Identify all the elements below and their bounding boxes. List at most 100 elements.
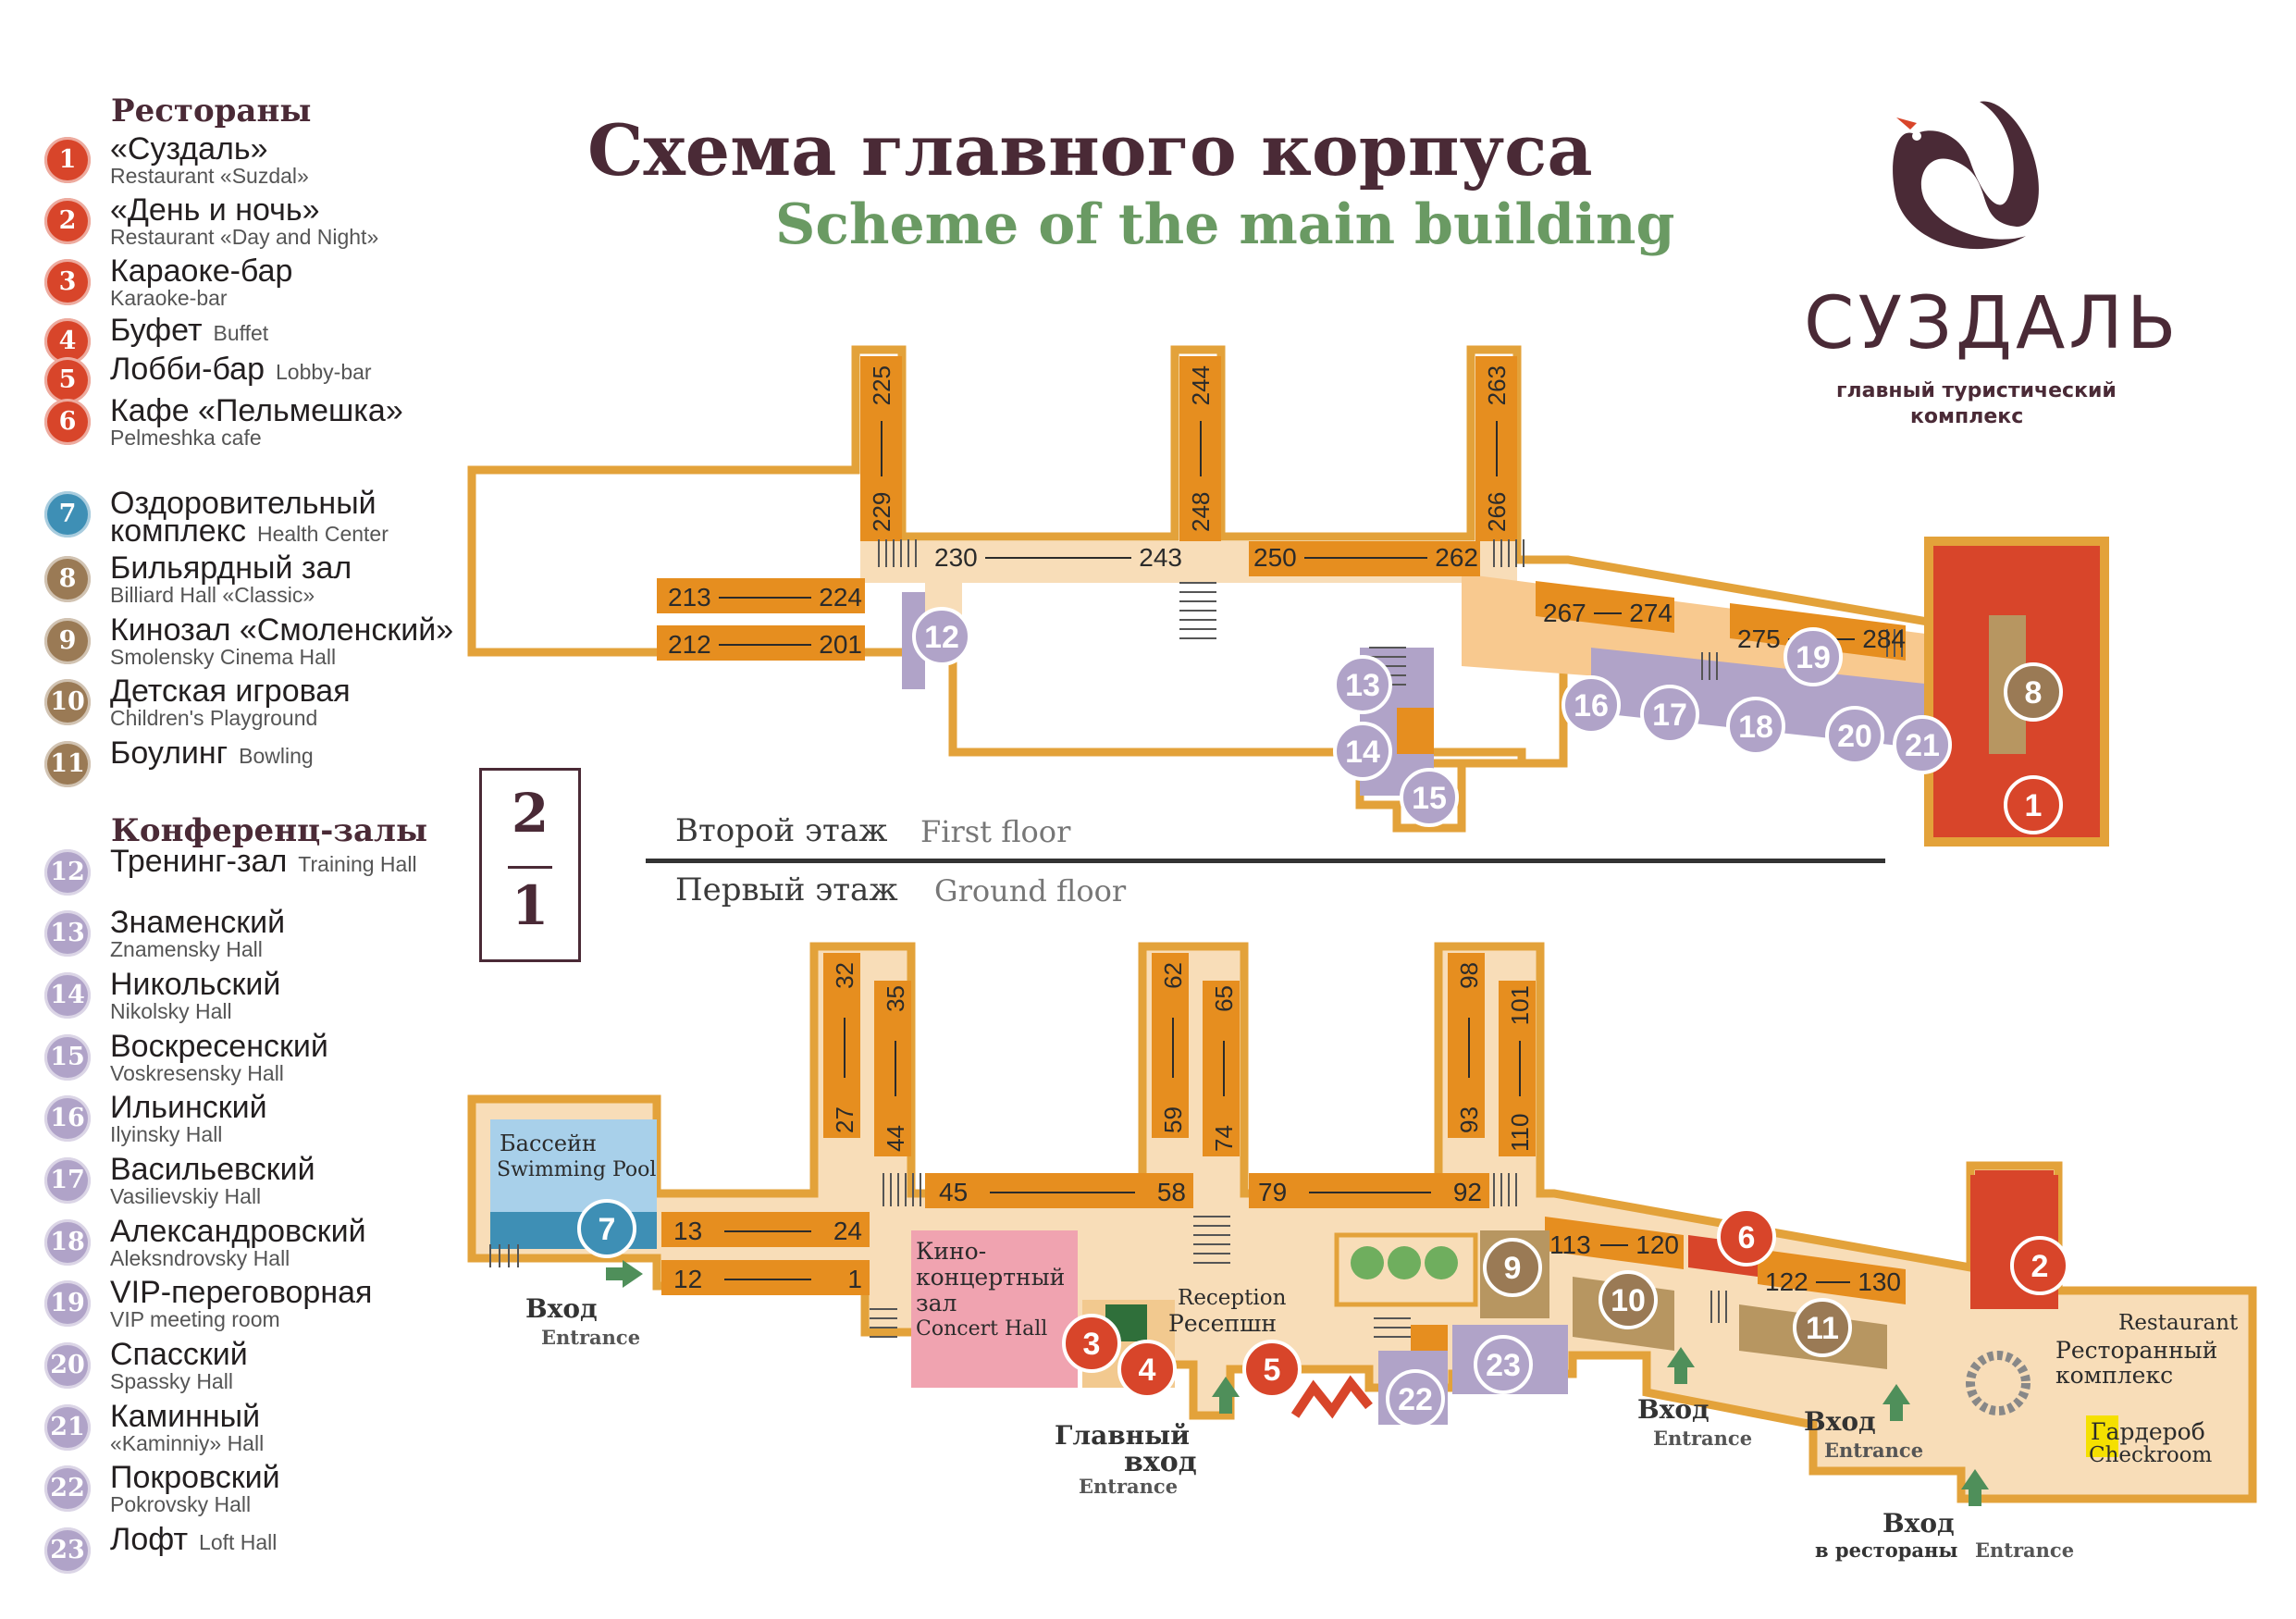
legend-badge: 5 — [44, 357, 91, 403]
rooms-block — [823, 953, 860, 1138]
floor-switch[interactable]: 2 1 — [479, 768, 581, 962]
legend-label-ru: Бильярдный зал — [110, 550, 352, 586]
marker-number: 22 — [1398, 1382, 1433, 1417]
marker-number: 23 — [1486, 1348, 1521, 1383]
room-number-start: 275 — [1737, 624, 1781, 653]
restaurant-entrance-label-ru[interactable]: Вход — [1882, 1508, 1955, 1539]
marker-first-5[interactable]: 5 — [1242, 1340, 1302, 1399]
marker-second-18[interactable]: 18 — [1726, 697, 1785, 756]
legend-label-en: Karaoke-bar — [110, 286, 228, 310]
reception-label-ru: Ресепшн — [1168, 1310, 1277, 1337]
marker-first-11[interactable]: 11 — [1793, 1298, 1852, 1357]
main-entrance-label-1[interactable]: Главный — [1055, 1420, 1191, 1451]
legend-item-1[interactable]: 1«Суздаль»Restaurant «Suzdal» — [44, 131, 479, 188]
marker-second-12[interactable]: 12 — [912, 607, 971, 666]
marker-first-22[interactable]: 22 — [1386, 1369, 1445, 1428]
room-number-end: 262 — [1435, 543, 1478, 572]
main-entrance-label-en: Entrance — [1079, 1475, 1179, 1498]
marker-second-1[interactable]: 1 — [2004, 775, 2063, 834]
legend-badge: 6 — [44, 399, 91, 445]
legend-label-en: Loft Hall — [199, 1530, 278, 1554]
marker-first-9[interactable]: 9 — [1483, 1238, 1542, 1297]
marker-number: 9 — [1504, 1251, 1522, 1286]
marker-second-21[interactable]: 21 — [1893, 715, 1952, 774]
marker-second-15[interactable]: 15 — [1400, 768, 1459, 827]
marker-second-8[interactable]: 8 — [2004, 662, 2063, 722]
marker-number: 3 — [1083, 1327, 1101, 1362]
entrance-west-label-ru[interactable]: Вход — [525, 1293, 598, 1324]
marker-first-10[interactable]: 10 — [1599, 1270, 1658, 1329]
room-number-start: 122 — [1765, 1267, 1808, 1296]
main-entrance-label-2: вход — [1124, 1446, 1197, 1478]
legend-label-ru: Васильевский — [110, 1152, 315, 1187]
entrance-middle-label-en: Entrance — [1653, 1427, 1753, 1450]
marker-second-13[interactable]: 13 — [1333, 655, 1392, 714]
legend-label-en: Pokrovsky Hall — [110, 1492, 252, 1516]
entrance-arrow-icon — [606, 1260, 643, 1288]
room-number-end: 65 — [1210, 985, 1238, 1012]
legend-badge: 10 — [44, 679, 91, 725]
legend-label-en: Health Center — [256, 522, 389, 546]
marker-first-3[interactable]: 3 — [1062, 1314, 1121, 1373]
legend-badge: 18 — [44, 1219, 91, 1266]
rooms-block — [1448, 953, 1485, 1138]
marker-second-20[interactable]: 20 — [1825, 706, 1884, 765]
marker-second-19[interactable]: 19 — [1784, 627, 1843, 686]
marker-second-17[interactable]: 17 — [1640, 685, 1699, 744]
legend-label-en: Restaurant «Day and Night» — [110, 225, 379, 249]
legend-badge: 21 — [44, 1404, 91, 1451]
marker-first-6[interactable]: 6 — [1717, 1207, 1776, 1267]
stairs-icon — [1701, 652, 1718, 680]
conference-heading: Конференц-залы — [111, 812, 428, 849]
legend-label-ru: Спасский — [110, 1337, 248, 1372]
rooms-block — [1545, 1217, 1684, 1269]
room-number-end: 62 — [1159, 962, 1187, 989]
rooms-block — [1499, 981, 1536, 1156]
legend-item-2[interactable]: 2«День и ночь»Restaurant «Day and Night» — [44, 192, 479, 249]
entrance-east-label-ru[interactable]: Вход — [1804, 1406, 1876, 1437]
legend-badge: 23 — [44, 1527, 91, 1574]
marker-second-14[interactable]: 14 — [1333, 722, 1392, 781]
entrance-west-label-en: Entrance — [541, 1326, 641, 1349]
marker-first-4[interactable]: 4 — [1117, 1340, 1177, 1399]
marker-first-2[interactable]: 2 — [2010, 1236, 2069, 1295]
legend-label-ru: Каминный — [110, 1399, 261, 1434]
stairs-icon — [1179, 582, 1216, 639]
tree-icon — [1425, 1246, 1458, 1279]
marker-first-7[interactable]: 7 — [577, 1199, 636, 1258]
marker-second-16[interactable]: 16 — [1562, 675, 1621, 735]
entrance-middle-label-ru[interactable]: Вход — [1637, 1394, 1710, 1425]
room-number-end: 130 — [1858, 1267, 1901, 1296]
stairs-icon — [1374, 1317, 1411, 1338]
room-number-end: 201 — [819, 630, 862, 659]
marker-number: 2 — [2031, 1249, 2049, 1284]
marker-first-23[interactable]: 23 — [1474, 1335, 1533, 1394]
